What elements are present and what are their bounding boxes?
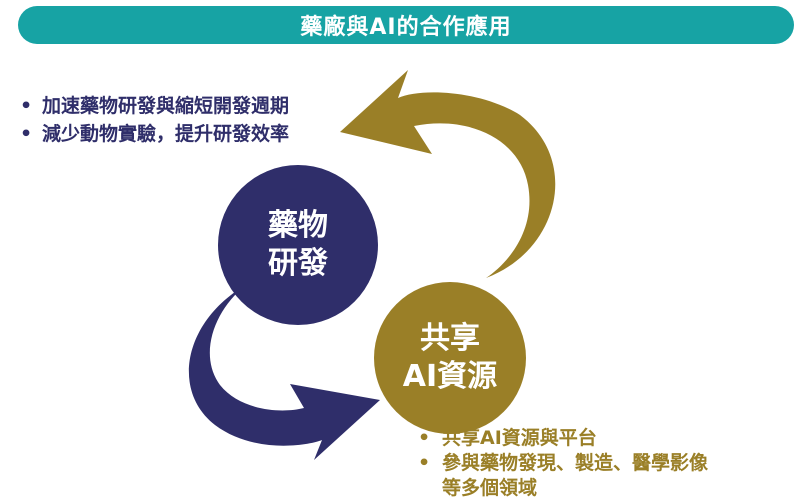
bullet-dot: • — [418, 452, 431, 474]
drug-benefits-list: • 加速藥物研發與縮短開發週期 • 減少動物實驗，提升研發效率 — [20, 92, 289, 148]
navy-cycle-arrow — [188, 285, 380, 460]
list-item-text: 參與藥物發現、製造、醫學影像 等多個領域 — [442, 452, 709, 499]
list-item-text: 共享AI資源與平台 — [442, 427, 597, 449]
bullet-dot: • — [20, 95, 33, 117]
list-item: • 加速藥物研發與縮短開發週期 — [20, 92, 289, 120]
list-item: • 參與藥物發現、製造、醫學影像 等多個領域 — [418, 451, 708, 500]
ai-circle-line1: 共享 — [420, 321, 480, 356]
drug-circle-line2: 研發 — [268, 246, 328, 281]
list-item-text: 加速藥物研發與縮短開發週期 — [42, 95, 290, 117]
ai-circle-line2: AI資源 — [402, 359, 498, 394]
list-item: • 共享AI資源與平台 — [418, 426, 708, 451]
list-item: • 減少動物實驗，提升研發效率 — [20, 120, 289, 148]
page-title: 藥廠與AI的合作應用 — [300, 15, 512, 40]
gold-cycle-arrow — [340, 70, 556, 278]
shared-ai-resources-circle: 共享 AI資源 — [374, 282, 526, 434]
ai-benefits-list: • 共享AI資源與平台 • 參與藥物發現、製造、醫學影像 等多個領域 — [418, 426, 708, 500]
list-item-text: 減少動物實驗，提升研發效率 — [42, 123, 290, 145]
bullet-dot: • — [20, 123, 33, 145]
drug-circle-line1: 藥物 — [268, 208, 328, 243]
header-banner: 藥廠與AI的合作應用 — [18, 6, 794, 44]
bullet-dot: • — [418, 427, 431, 449]
drug-development-circle: 藥物 研發 — [218, 165, 378, 325]
